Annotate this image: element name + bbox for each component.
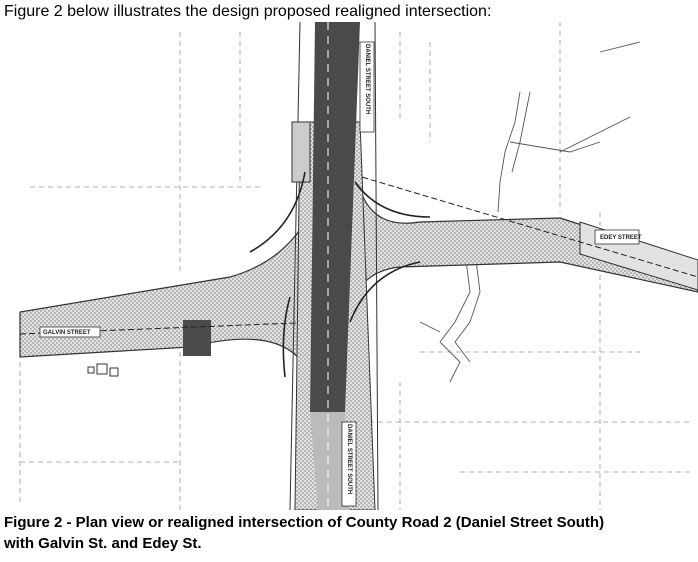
figure-caption-line-1: Figure 2 - Plan view or realigned inters… [4,514,605,531]
street-label-galvin: GALVIN STREET [43,330,91,336]
figure-caption: Figure 2 - Plan view or realigned inters… [4,512,694,554]
daniel-street-south-road [289,22,379,510]
street-label-edey: EDEY STREET [600,235,642,241]
drainage-linework [419,41,641,383]
intro-text: Figure 2 below illustrates the design pr… [4,3,492,20]
edey-street-leg [344,161,698,333]
street-label-daniel-south: DANIEL STREET SOUTH [346,424,352,494]
curb-returns [249,171,431,378]
figure-caption-line-2: with Galvin St. and Edey St. [4,535,202,552]
small-structures [87,363,119,377]
intersection-plan-drawing: DANIEL STREET SOUTH DANIEL STREET SOUTH … [19,22,698,510]
street-label-daniel-north: DANIEL STREET SOUTH [364,44,370,114]
galvin-street-leg [19,186,321,380]
street-labels: DANIEL STREET SOUTH DANIEL STREET SOUTH … [39,41,642,507]
